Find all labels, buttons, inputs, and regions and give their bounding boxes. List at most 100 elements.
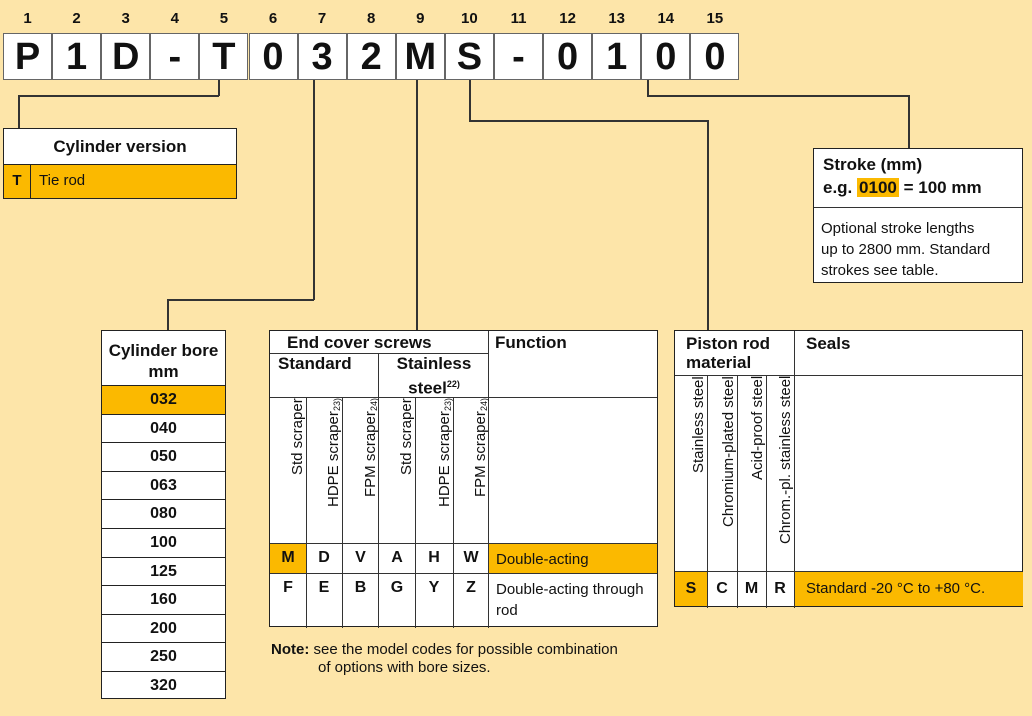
option-code: B — [354, 579, 367, 596]
position-number: 9 — [416, 10, 425, 27]
position-number: 15 — [706, 10, 724, 27]
stroke-desc: strokes see table. — [821, 262, 939, 279]
divider — [270, 573, 657, 574]
bore-option: 320 — [102, 671, 225, 700]
option-code: V — [355, 549, 366, 566]
material-code: C — [716, 580, 728, 597]
option-code: W — [463, 549, 479, 566]
stroke-value: 0100 — [857, 178, 899, 197]
stroke-example: e.g. 0100 = 100 mm — [823, 178, 982, 198]
function-label: Double-acting through rod — [496, 581, 644, 619]
divider — [766, 375, 767, 608]
divider — [488, 331, 489, 628]
divider — [707, 375, 708, 608]
connector-line — [18, 95, 219, 97]
bore-option: 100 — [102, 528, 225, 557]
divider — [342, 397, 343, 628]
stroke-desc: up to 2800 mm. Standard — [821, 241, 991, 258]
divider — [737, 375, 738, 608]
position-number: 2 — [72, 10, 81, 27]
footnote: 23) — [443, 398, 453, 412]
connector-line — [469, 80, 471, 121]
divider — [270, 397, 657, 398]
position-number: 5 — [219, 10, 229, 27]
code-char: 1 — [52, 33, 102, 80]
note-label: Note: — [271, 641, 310, 658]
stroke-desc: Optional stroke lengths — [821, 220, 975, 237]
code-char: 0 — [248, 33, 298, 80]
code-char: D — [101, 33, 151, 80]
highlight-row — [795, 572, 1023, 606]
option-code: T — [4, 164, 31, 198]
position-number: 1 — [23, 10, 32, 27]
material-code: M — [744, 580, 759, 597]
divider — [675, 375, 1022, 376]
material-label: Chrom.-pl. stainless steel — [777, 376, 794, 545]
cylinder-bore-unit: mm — [148, 362, 179, 381]
standard-label: Standard — [278, 354, 352, 373]
material-label: Acid-proof steel — [749, 376, 766, 481]
code-char: 1 — [592, 33, 642, 80]
cylinder-version-title: Cylinder version — [53, 137, 187, 156]
bore-option: 250 — [102, 642, 225, 671]
connector-line — [167, 299, 169, 330]
bore-option: 050 — [102, 442, 225, 471]
code-char: T — [199, 33, 249, 80]
option-code: Y — [428, 579, 440, 596]
position-number: 12 — [559, 10, 576, 27]
code-char: P — [3, 33, 52, 80]
option-code: G — [390, 579, 404, 596]
connector-line — [647, 95, 909, 97]
code-char: - — [150, 33, 200, 80]
option-label: Tie rod — [39, 172, 86, 189]
connector-line — [18, 95, 20, 128]
code-char: 0 — [543, 33, 593, 80]
material-label: Chromium-plated steel — [720, 376, 737, 527]
material-code: S — [675, 572, 707, 606]
position-number: 7 — [317, 10, 327, 27]
bore-option: 125 — [102, 556, 225, 586]
piston-rod-title: Piston rod — [686, 334, 771, 353]
position-number: 11 — [510, 10, 527, 27]
code-char: 2 — [346, 33, 396, 80]
divider — [270, 353, 489, 354]
stroke-description: Optional stroke lengths up to 2800 mm. St… — [821, 218, 990, 281]
highlight-cell — [489, 544, 657, 573]
code-char: 3 — [297, 33, 347, 80]
end-cover-title: End cover screws — [287, 333, 432, 352]
steel-label: steel — [408, 378, 447, 398]
divider — [415, 397, 416, 628]
divider — [378, 397, 379, 628]
note: Note: see the model codes for possible c… — [271, 641, 618, 658]
code-char: M — [395, 33, 445, 80]
position-number: 3 — [121, 10, 130, 27]
column-label-text: HDPE scraper — [325, 411, 342, 507]
column-label-text: HDPE scraper — [436, 411, 453, 507]
column-label-text: FPM scraper — [362, 411, 379, 497]
footnote: 22) — [446, 379, 460, 389]
material-label: Stainless steel — [690, 376, 707, 473]
stroke-title: Stroke (mm) — [823, 155, 923, 174]
connector-line — [218, 80, 220, 96]
highlight-cell — [270, 544, 306, 573]
connector-line — [647, 80, 649, 96]
footnote: 24) — [479, 398, 489, 412]
position-number: 6 — [268, 10, 278, 27]
option-code: H — [428, 549, 440, 566]
code-char: 0 — [641, 33, 691, 80]
connector-line — [167, 299, 314, 301]
function-label: Double-acting — [496, 551, 589, 568]
code-char: 0 — [690, 33, 740, 80]
position-number: 10 — [461, 10, 478, 27]
footnote: 23) — [332, 398, 342, 412]
divider — [453, 397, 454, 628]
option-code: M — [281, 549, 295, 566]
divider — [306, 397, 307, 628]
cylinder-bore-title: Cylinder bore — [108, 341, 219, 360]
column-label: Std scraper — [270, 398, 306, 543]
